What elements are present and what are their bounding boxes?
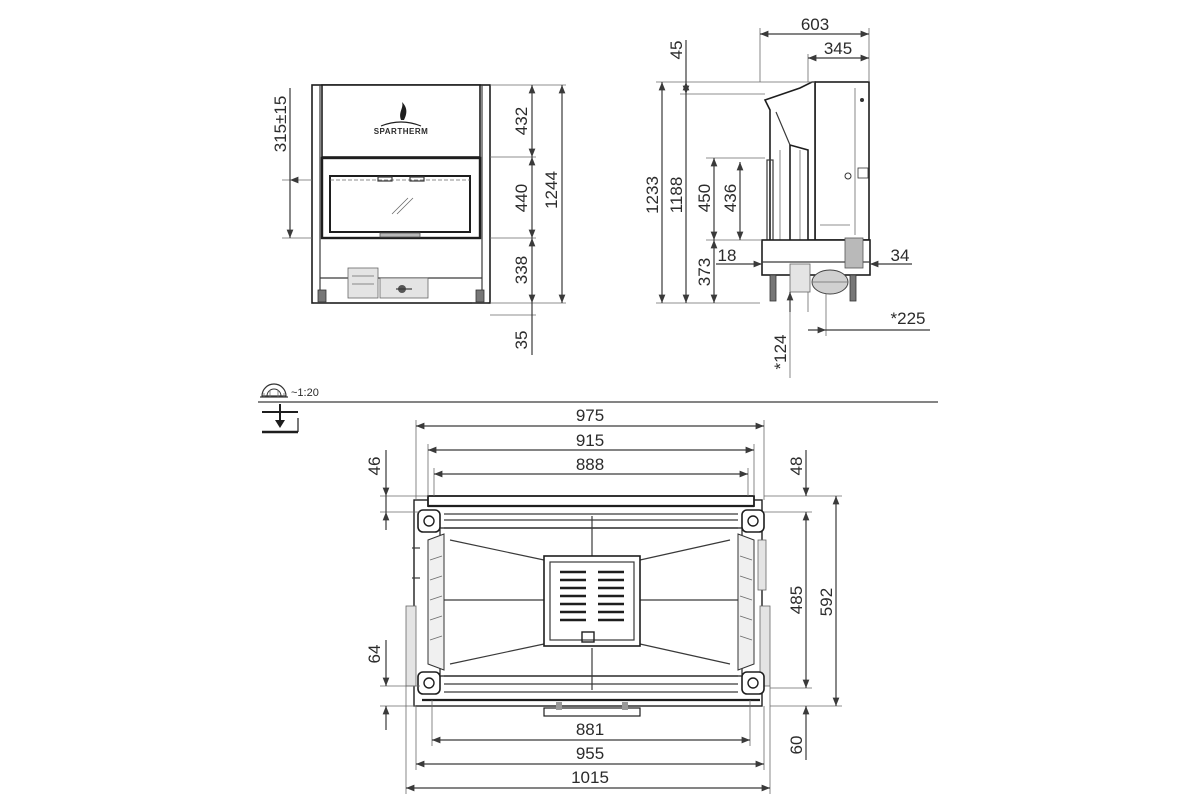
scale-label: ~1:20	[291, 387, 319, 399]
dim-46: 46	[365, 457, 384, 476]
dim-955: 955	[576, 744, 604, 763]
spartherm-logo: SPARTHERM	[374, 102, 429, 136]
dim-1188: 1188	[667, 177, 686, 214]
dim-440: 440	[512, 184, 531, 212]
dim-34: 34	[891, 246, 910, 265]
front-top-panel	[321, 84, 481, 158]
dim-1244: 1244	[542, 171, 561, 209]
front-air-box	[347, 267, 379, 299]
dim-373: 373	[695, 258, 714, 286]
dim-315: 315±15	[271, 96, 290, 153]
plan-handle	[543, 707, 641, 717]
side-body	[814, 81, 870, 241]
dim-345: 345	[824, 39, 852, 58]
dim-338: 338	[512, 256, 531, 284]
dim-485: 485	[787, 586, 806, 614]
dim-592: 592	[817, 588, 836, 616]
scale-icon	[260, 383, 288, 398]
dim-603: 603	[801, 15, 829, 34]
dim-1233: 1233	[643, 176, 662, 214]
dim-432: 432	[512, 107, 531, 135]
dim-18: 18	[718, 246, 737, 265]
dim-450: 450	[695, 184, 714, 212]
dim-60: 60	[787, 736, 806, 755]
scale-indicator: ~1:20	[260, 383, 319, 399]
dim-35: 35	[512, 331, 531, 350]
dim-881: 881	[576, 720, 604, 739]
dim-225: *225	[891, 309, 926, 328]
dim-64: 64	[365, 645, 384, 664]
dim-124: *124	[771, 335, 790, 370]
plan-corner-rollers	[417, 509, 765, 695]
foot-right	[475, 289, 485, 303]
dim-888: 888	[576, 455, 604, 474]
front-view: SPARTHERM 432 44	[271, 84, 566, 355]
dim-975: 975	[576, 406, 604, 425]
section-cut-icon	[262, 404, 299, 434]
dim-48: 48	[787, 457, 806, 476]
dim-45: 45	[667, 41, 686, 60]
dim-1015: 1015	[571, 768, 609, 787]
side-door-profile	[763, 81, 816, 266]
dim-915: 915	[576, 431, 604, 450]
side-view: 603 345 45 1233 1188 450 436 373 18 34 *…	[643, 15, 930, 378]
front-glass	[329, 175, 471, 233]
brand-label: SPARTHERM	[374, 127, 429, 136]
dim-436: 436	[721, 184, 740, 212]
plan-front-frame	[427, 495, 755, 507]
plan-view: 975 915 888 881 955 1015 46 64	[365, 406, 842, 794]
foot-left	[317, 289, 327, 303]
